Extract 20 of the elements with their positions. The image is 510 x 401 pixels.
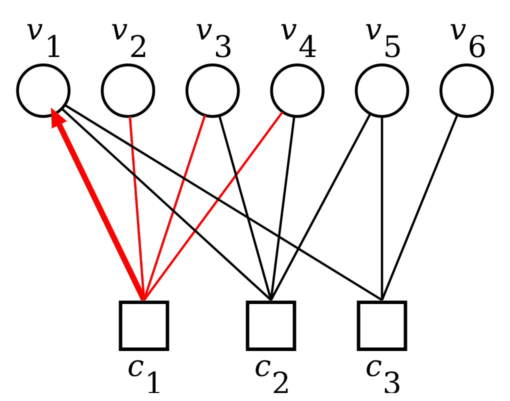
connector [380, 116, 384, 300]
connector [143, 111, 284, 301]
connector [128, 116, 146, 300]
connector [218, 115, 272, 300]
node-circle [440, 63, 494, 118]
node-box [118, 300, 170, 351]
connector [270, 116, 296, 300]
node-box [246, 300, 296, 351]
node-circle [185, 63, 240, 118]
node-circle [354, 63, 410, 118]
connector [61, 108, 272, 301]
node-box [356, 300, 408, 351]
node-circle [270, 63, 324, 118]
connector [270, 113, 372, 301]
connector [142, 114, 206, 300]
node-circle [16, 63, 70, 118]
node-circle [100, 63, 156, 118]
connector [380, 114, 458, 300]
connector [64, 104, 383, 302]
arrow [51, 108, 147, 302]
